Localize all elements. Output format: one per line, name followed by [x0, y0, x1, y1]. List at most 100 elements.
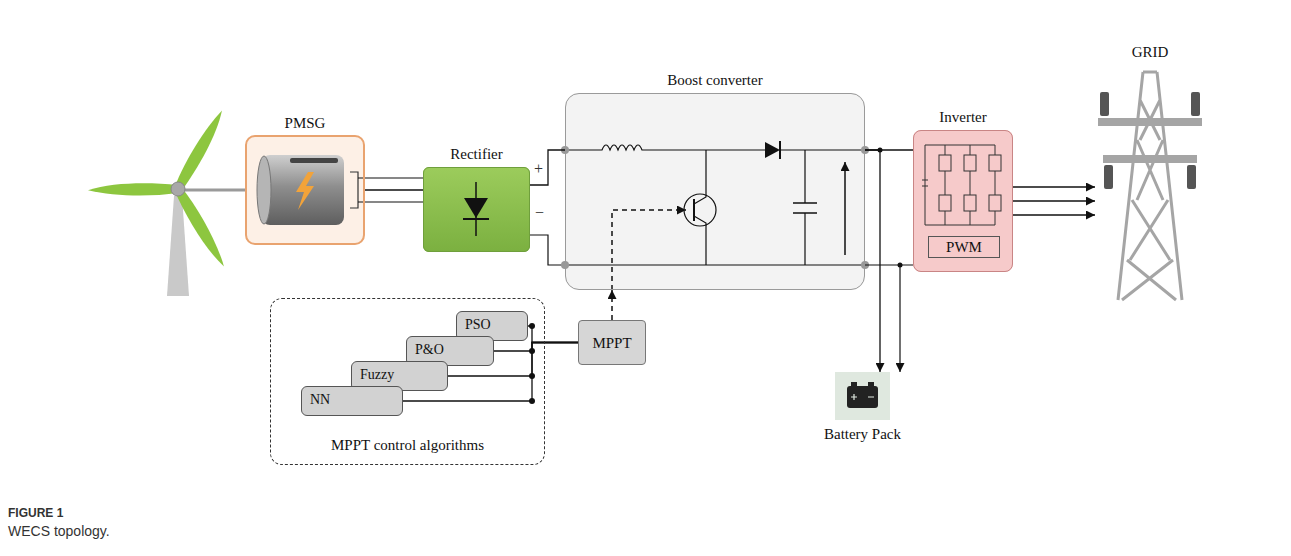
battery-icon [847, 386, 878, 408]
transistor-symbol [684, 194, 716, 226]
figure-number: FIGURE 1 [8, 506, 63, 520]
generator-body [262, 155, 344, 225]
battery-illustration [835, 372, 890, 420]
inverter-ground [913, 130, 1013, 272]
connector [494, 343, 578, 352]
grid-tower: GRID [1095, 66, 1205, 302]
capacitor-plate [793, 202, 817, 204]
generator-terminal [350, 172, 358, 208]
battery-marks [851, 394, 874, 400]
rectifier-ground [423, 167, 530, 252]
turbine-blade [173, 107, 226, 192]
figure-caption: WECS topology. [8, 523, 110, 539]
polarity-sign: − [535, 204, 544, 222]
diode-symbol [765, 142, 780, 158]
turbine-hub [171, 182, 185, 196]
capacitor-plate [793, 212, 817, 214]
tower-arm [1103, 155, 1197, 163]
voltage-arrow [844, 162, 846, 255]
igbt-symbol [939, 195, 951, 211]
tower-arm [1098, 118, 1202, 126]
node-label: NN [310, 391, 330, 409]
battery-wire [899, 265, 900, 372]
algorithm-group: PSO P&O FuzzyNN MPPT control algorithms [270, 298, 545, 465]
igbt-symbol [964, 155, 976, 171]
pwm-box: PWM [928, 236, 1000, 258]
node-label: Battery Pack [824, 425, 901, 443]
generator-ground [245, 135, 365, 245]
battery-terminal [851, 382, 857, 386]
insulator [1187, 165, 1196, 189]
inverter-legs [925, 145, 995, 225]
insulator [1100, 92, 1109, 116]
generator-end [257, 156, 271, 224]
diode-bar [779, 141, 781, 159]
diode-symbol [464, 198, 488, 218]
algorithm-box: Fuzzy [351, 361, 448, 391]
diode-bar [463, 218, 489, 220]
generator-illustration [245, 135, 423, 245]
igbt-symbol [989, 155, 1001, 171]
dc-link [922, 145, 928, 225]
gate-signal [612, 210, 686, 290]
node-label: MPPT control algorithms [331, 436, 484, 454]
battery-terminal [868, 382, 874, 386]
node-label: PMSG [285, 114, 326, 132]
algorithm-box: P&O [406, 336, 494, 366]
transistor-base [693, 199, 695, 221]
insulator [1191, 92, 1200, 116]
node-label: P&O [415, 341, 444, 359]
boost-illustration [561, 93, 913, 372]
connector [403, 343, 578, 402]
algorithm-box: NN [301, 386, 403, 416]
battery-ground [835, 372, 890, 420]
generator-box: PMSG [245, 135, 365, 245]
node-label: Rectifier [450, 145, 502, 163]
rectifier-box: Rectifier [423, 167, 530, 252]
turbine-shaft [184, 189, 247, 192]
rectifier-illustration [423, 167, 565, 265]
inductor-symbol [565, 145, 865, 150]
connector [448, 343, 578, 377]
connector [530, 150, 565, 185]
node-label: Fuzzy [360, 366, 394, 384]
junction-dot [529, 323, 535, 329]
terminal-dot [561, 261, 569, 269]
ground-wire [565, 264, 865, 265]
connector [611, 290, 613, 320]
igbt-symbol [939, 155, 951, 171]
junction-dot [529, 398, 535, 404]
phase-wire [358, 177, 423, 178]
boost-ground [565, 93, 865, 290]
insulator [1104, 165, 1113, 189]
connector [365, 189, 423, 190]
dc-wire [530, 235, 565, 265]
node-label: GRID [1132, 43, 1169, 61]
connector [865, 150, 880, 372]
node-label: PWM [946, 238, 982, 256]
capacitor-lead [804, 150, 805, 265]
node-label: MPPT [592, 334, 631, 352]
algorithm-box: PSO [456, 311, 528, 341]
phase-wire [358, 201, 423, 202]
grid-tower [1098, 72, 1202, 300]
turbine-blade [172, 186, 230, 269]
igbt-symbol [964, 195, 976, 211]
connector [528, 326, 578, 343]
inverter-box: PWMInverter [913, 130, 1013, 272]
dc-bus [865, 264, 913, 265]
polarity-sign: + [534, 160, 543, 178]
junction-dot [529, 348, 535, 354]
connector [1013, 200, 1095, 201]
node-label: Boost converter [667, 71, 762, 89]
ac-line [1013, 186, 1095, 187]
inverter-illustration [913, 130, 1095, 272]
transistor-leads [694, 150, 706, 265]
junction-dot [529, 373, 535, 379]
turbine-blade [88, 182, 178, 198]
generator-stripe [290, 158, 338, 163]
igbt-symbol [989, 195, 1001, 211]
